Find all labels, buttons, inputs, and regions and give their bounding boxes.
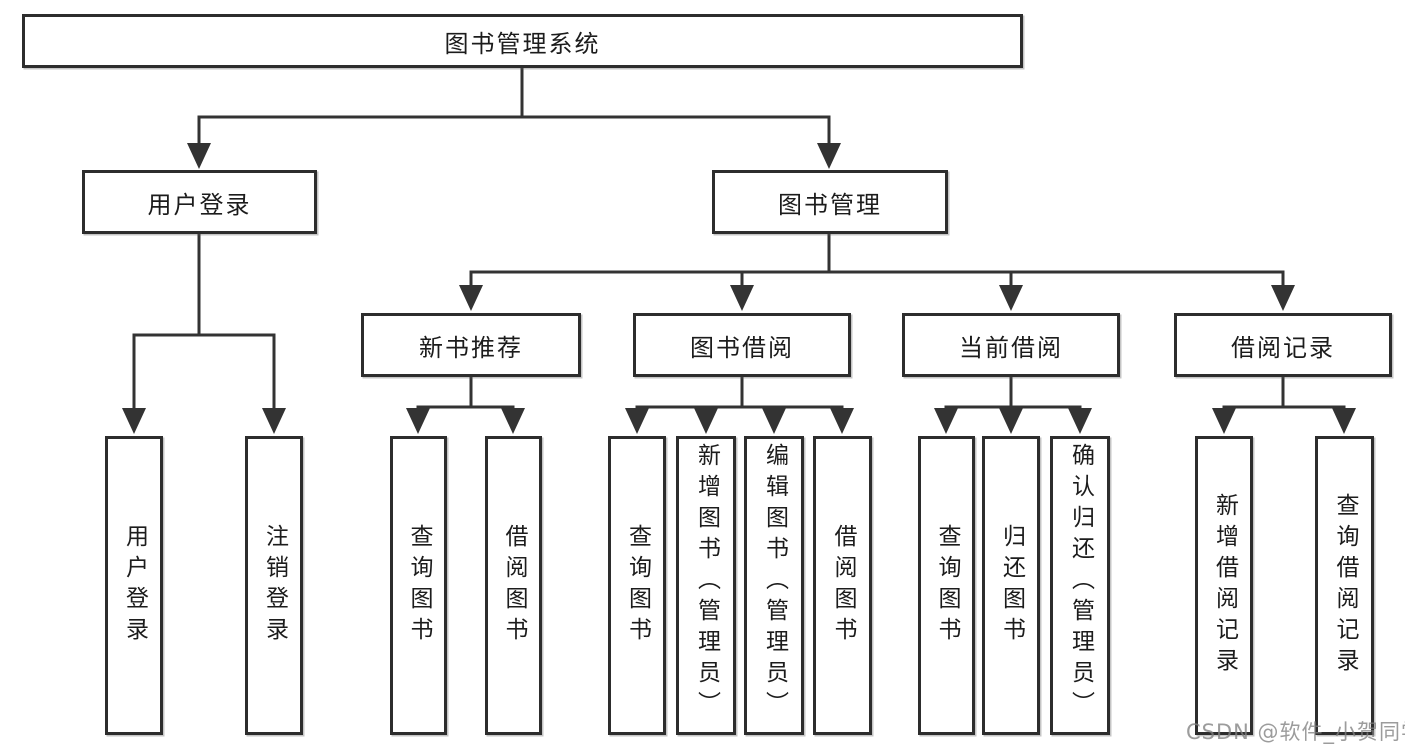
connector-newbooks-to-leaves — [416, 375, 515, 414]
node-book-management: 图书管理 — [712, 170, 948, 234]
arrowhead — [762, 408, 786, 434]
arrowhead — [1332, 408, 1356, 434]
leaf-query-books-recommend: 查询图书 — [390, 436, 447, 735]
leaf-label: 查询图书 — [624, 523, 651, 648]
leaf-add-books-admin: 新增图书（管理员） — [676, 436, 736, 735]
leaf-label: 新增借阅记录 — [1211, 492, 1238, 679]
node-label: 图书管理 — [778, 190, 882, 219]
leaf-label: 确认归还（管理员） — [1067, 443, 1094, 722]
node-borrow-records: 借阅记录 — [1174, 313, 1392, 377]
arrowhead — [1212, 408, 1236, 434]
leaf-label: 查询图书 — [406, 523, 432, 648]
leaf-user-login: 用户登录 — [105, 436, 163, 735]
leaf-borrow-books: 借阅图书 — [813, 436, 872, 735]
leaf-add-borrow-record: 新增借阅记录 — [1195, 436, 1253, 735]
arrowhead — [999, 285, 1023, 311]
leaf-query-borrow-record: 查询借阅记录 — [1315, 436, 1374, 735]
connector-current-to-leaves — [944, 375, 1082, 414]
node-root: 图书管理系统 — [22, 14, 1023, 68]
leaf-label: 借阅图书 — [501, 523, 527, 648]
arrowhead — [262, 408, 286, 434]
leaf-logout: 注销登录 — [245, 436, 303, 735]
connector-root-to-level2 — [197, 66, 831, 148]
arrowhead — [1271, 285, 1295, 311]
leaf-edit-books-admin: 编辑图书（管理员） — [744, 436, 804, 735]
leaf-confirm-return-admin: 确认归还（管理员） — [1050, 436, 1110, 735]
leaf-return-books: 归还图书 — [982, 436, 1040, 735]
leaf-label: 用户登录 — [121, 523, 148, 648]
node-new-book-recommend: 新书推荐 — [361, 313, 581, 377]
leaf-query-books-borrow: 查询图书 — [608, 436, 666, 735]
arrowhead — [1068, 408, 1092, 434]
leaf-label: 编辑图书（管理员） — [761, 443, 788, 722]
arrowhead — [730, 285, 754, 311]
node-book-borrow: 图书借阅 — [633, 313, 851, 377]
arrowhead — [406, 408, 430, 434]
node-label: 用户登录 — [147, 190, 252, 219]
connector-records-to-leaves — [1222, 375, 1346, 414]
arrowhead — [625, 408, 649, 434]
arrowhead — [999, 408, 1023, 434]
arrowhead — [459, 285, 483, 311]
node-label: 借阅记录 — [1231, 333, 1335, 362]
leaf-label: 归还图书 — [998, 523, 1025, 648]
connector-userlogin-to-leaves — [132, 232, 276, 414]
leaf-label: 查询借阅记录 — [1332, 492, 1358, 679]
node-root-label: 图书管理系统 — [444, 29, 601, 58]
node-label: 图书借阅 — [690, 333, 794, 362]
leaf-borrow-books-recommend: 借阅图书 — [485, 436, 542, 735]
arrowhead — [187, 143, 211, 169]
arrowhead — [501, 408, 525, 434]
leaf-label: 新增图书（管理员） — [693, 443, 720, 722]
arrowhead — [122, 408, 146, 434]
arrowhead — [830, 408, 854, 434]
leaf-label: 注销登录 — [261, 523, 288, 648]
leaf-label: 查询图书 — [934, 523, 960, 648]
node-label: 当前借阅 — [959, 333, 1063, 362]
node-current-borrow: 当前借阅 — [902, 313, 1120, 377]
connector-bookmgmt-to-level3 — [469, 232, 1285, 290]
arrowhead — [934, 408, 958, 434]
leaf-label: 借阅图书 — [830, 523, 856, 648]
node-label: 新书推荐 — [419, 333, 523, 362]
arrowheads — [122, 143, 1356, 434]
leaf-query-books-current: 查询图书 — [918, 436, 975, 735]
connector-borrow-to-leaves — [635, 375, 844, 414]
arrowhead — [817, 143, 841, 169]
arrowhead — [694, 408, 718, 434]
csdn-watermark: CSDN @软件_小贺同学 — [1186, 720, 1405, 744]
node-user-login-group: 用户登录 — [82, 170, 317, 234]
